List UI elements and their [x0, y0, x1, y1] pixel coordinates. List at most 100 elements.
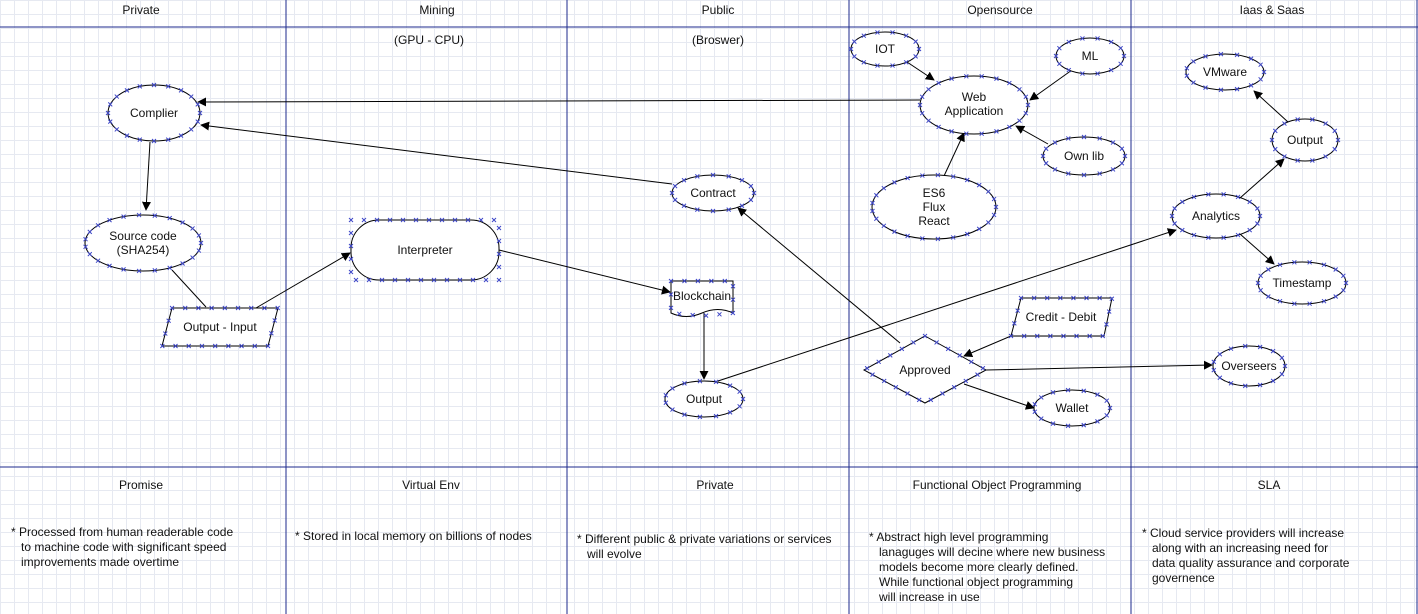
handle-mark[interactable] — [444, 277, 450, 283]
handle-mark[interactable] — [1121, 53, 1127, 59]
handle-mark[interactable] — [892, 179, 897, 185]
handle-mark[interactable] — [1295, 158, 1301, 163]
handle-mark[interactable] — [1052, 140, 1058, 145]
handle-mark[interactable] — [1191, 59, 1196, 64]
handle-mark[interactable] — [920, 173, 925, 178]
handle-mark[interactable] — [226, 343, 231, 349]
handle-mark[interactable] — [1118, 61, 1123, 67]
handle-mark[interactable] — [913, 39, 918, 44]
handle-mark[interactable] — [1261, 69, 1267, 75]
handle-mark[interactable] — [670, 407, 675, 412]
handle-mark[interactable] — [1095, 419, 1100, 424]
handle-mark[interactable] — [887, 353, 893, 358]
handle-mark[interactable] — [418, 277, 424, 283]
handle-mark[interactable] — [167, 215, 173, 221]
handle-mark[interactable] — [919, 94, 925, 100]
handle-mark[interactable] — [1057, 295, 1063, 301]
handle-mark[interactable] — [269, 330, 274, 336]
handle-mark[interactable] — [1023, 94, 1029, 100]
handle-mark[interactable] — [848, 46, 854, 52]
handle-mark[interactable] — [1118, 45, 1123, 51]
handle-mark[interactable] — [916, 46, 922, 52]
handle-mark[interactable] — [1021, 333, 1027, 339]
handle-mark[interactable] — [737, 389, 742, 395]
handle-mark[interactable] — [178, 133, 184, 139]
handle-mark[interactable] — [911, 340, 916, 345]
handle-mark[interactable] — [935, 172, 941, 178]
handle-mark[interactable] — [1184, 73, 1190, 79]
handle-mark[interactable] — [881, 223, 887, 229]
handle-mark[interactable] — [1258, 273, 1264, 279]
handle-mark[interactable] — [993, 204, 999, 210]
handle-mark[interactable] — [1272, 128, 1278, 134]
handle-mark[interactable] — [922, 333, 928, 339]
handle-mark[interactable] — [1221, 191, 1226, 197]
handle-mark[interactable] — [740, 396, 746, 402]
handle-mark[interactable] — [198, 240, 204, 246]
handle-mark[interactable] — [697, 414, 703, 420]
handle-mark[interactable] — [713, 379, 719, 385]
handle-mark[interactable] — [870, 200, 875, 206]
handle-mark[interactable] — [496, 238, 502, 244]
handle-mark[interactable] — [114, 94, 120, 99]
handle-mark[interactable] — [1095, 71, 1100, 76]
handle-mark[interactable] — [478, 217, 484, 223]
edge-sourcecode-to-outputinput[interactable] — [171, 269, 207, 308]
handle-mark[interactable] — [936, 124, 941, 130]
handle-mark[interactable] — [1257, 382, 1263, 388]
handle-mark[interactable] — [265, 343, 271, 349]
handle-mark[interactable] — [949, 76, 954, 81]
handle-mark[interactable] — [957, 353, 963, 358]
handle-mark[interactable] — [1110, 167, 1116, 172]
handle-mark[interactable] — [668, 292, 674, 297]
handle-mark[interactable] — [348, 230, 354, 236]
handle-mark[interactable] — [963, 378, 969, 384]
handle-mark[interactable] — [1340, 287, 1346, 293]
handle-mark[interactable] — [1038, 395, 1044, 400]
edge-es6-to-webapp[interactable] — [943, 132, 965, 177]
handle-mark[interactable] — [1104, 398, 1110, 404]
handle-mark[interactable] — [917, 102, 923, 108]
handle-mark[interactable] — [976, 226, 982, 232]
handle-mark[interactable] — [899, 346, 905, 352]
handle-mark[interactable] — [936, 80, 941, 86]
handle-mark[interactable] — [483, 277, 489, 283]
handle-mark[interactable] — [491, 217, 497, 223]
handle-mark[interactable] — [727, 383, 733, 388]
handle-mark[interactable] — [1043, 146, 1049, 152]
handle-mark[interactable] — [1066, 67, 1072, 73]
handle-mark[interactable] — [730, 310, 736, 316]
handle-mark[interactable] — [426, 217, 432, 223]
handle-mark[interactable] — [196, 248, 202, 253]
handle-mark[interactable] — [180, 220, 185, 225]
handle-mark[interactable] — [107, 217, 112, 223]
handle-mark[interactable] — [697, 378, 703, 384]
handle-mark[interactable] — [670, 386, 675, 391]
handle-mark[interactable] — [695, 278, 701, 284]
handle-mark[interactable] — [1279, 355, 1285, 361]
handle-mark[interactable] — [196, 305, 201, 311]
handle-mark[interactable] — [1011, 320, 1017, 326]
handle-mark[interactable] — [1065, 171, 1071, 176]
handle-mark[interactable] — [1179, 227, 1185, 233]
handle-mark[interactable] — [748, 197, 754, 203]
handle-mark[interactable] — [717, 311, 722, 317]
handle-mark[interactable] — [1169, 213, 1175, 219]
handle-mark[interactable] — [95, 222, 101, 228]
handle-mark[interactable] — [994, 76, 999, 81]
handle-mark[interactable] — [751, 190, 757, 196]
handle-mark[interactable] — [1254, 206, 1260, 211]
handle-mark[interactable] — [968, 359, 974, 365]
handle-mark[interactable] — [875, 30, 880, 35]
interpreter-node[interactable] — [350, 219, 500, 281]
handle-mark[interactable] — [178, 87, 184, 93]
edge-analytics-to-output[interactable] — [1239, 158, 1285, 199]
handle-mark[interactable] — [913, 54, 918, 59]
handle-mark[interactable] — [682, 381, 687, 386]
handle-mark[interactable] — [222, 305, 228, 311]
handle-mark[interactable] — [1269, 137, 1275, 143]
handle-mark[interactable] — [169, 305, 175, 311]
handle-mark[interactable] — [1107, 405, 1113, 411]
handle-mark[interactable] — [1309, 117, 1315, 122]
handle-mark[interactable] — [353, 277, 359, 283]
